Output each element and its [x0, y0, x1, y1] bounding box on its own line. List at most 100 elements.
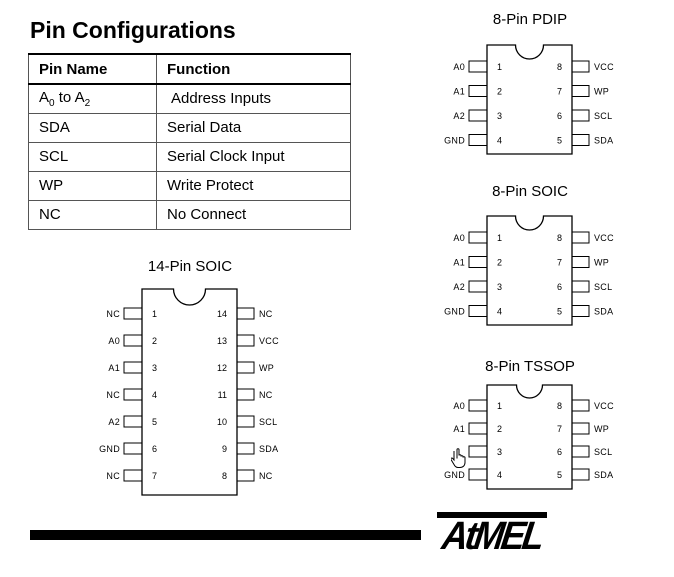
ic-body [486, 215, 573, 326]
function-cell: Serial Data [156, 112, 351, 143]
table-row: WP Write Protect [28, 170, 351, 201]
pin-label: SDA [259, 444, 278, 454]
pin-lead [468, 85, 487, 97]
ic-body [486, 44, 573, 155]
pin-label: NC [106, 390, 120, 400]
pin-lead [468, 422, 487, 435]
pin-lead [123, 361, 142, 374]
pin-label: SDA [594, 470, 613, 480]
pin-number: 7 [557, 258, 562, 268]
header-function: Function [156, 53, 351, 85]
pin-name-cell: NC [28, 199, 157, 230]
pin-lead [572, 134, 590, 146]
pin-name-mid: to A [54, 88, 85, 106]
pin-lead [572, 399, 590, 412]
pin-label: NC [106, 309, 120, 319]
pin-number: 1 [497, 62, 502, 72]
pin-number: 3 [497, 282, 502, 292]
pin-lead [468, 256, 487, 268]
pin-label: WP [594, 424, 609, 434]
pin-number: 3 [152, 363, 157, 373]
pin-label: SDA [594, 136, 613, 146]
pin-label: WP [594, 258, 609, 268]
pin-label: VCC [594, 62, 614, 72]
pin-number: 2 [152, 336, 157, 346]
pin-lead [237, 469, 255, 482]
pin-lead [572, 109, 590, 122]
pin-number: 6 [557, 282, 562, 292]
pin-name-cell: A0 to A2 [28, 83, 157, 114]
pin-lead [468, 445, 487, 458]
pin-label: WP [259, 363, 274, 373]
pin-name-sub: 2 [84, 97, 91, 109]
pin-number: 4 [497, 307, 502, 317]
pin-label: SCL [594, 282, 612, 292]
pin-lead [572, 60, 590, 73]
pin-lead [572, 305, 590, 317]
pin-number: 4 [152, 390, 157, 400]
table-row: SCL Serial Clock Input [28, 141, 351, 172]
pin-lead [237, 307, 255, 320]
ic-body [486, 384, 573, 490]
pin-label: A1 [453, 424, 465, 434]
pin-number: 4 [497, 136, 502, 146]
pin-number: 12 [217, 363, 227, 373]
pin-number: 1 [152, 309, 157, 319]
pin-label: NC [259, 390, 273, 400]
pin-number: 8 [557, 233, 562, 243]
pin-number: 2 [497, 424, 502, 434]
pin-label: WP [594, 87, 609, 97]
pin-label: VCC [594, 401, 614, 411]
pin-number: 3 [497, 447, 502, 457]
pin-label: A1 [453, 87, 465, 97]
pin-lead [237, 442, 255, 455]
pin-number: 6 [557, 111, 562, 121]
pin-number: 8 [557, 401, 562, 411]
pin-label: SDA [594, 307, 613, 317]
soic14-title: 14-Pin SOIC [147, 258, 233, 275]
pin-lead [123, 307, 142, 320]
pin-number: 1 [497, 401, 502, 411]
pin-label: A0 [108, 336, 120, 346]
table-row: SDA Serial Data [28, 112, 351, 143]
pin-lead [468, 134, 487, 146]
tssop8-title: 8-Pin TSSOP [485, 358, 575, 375]
pin-number: 13 [217, 336, 227, 346]
pin-lead [237, 388, 255, 401]
pin-number: 5 [557, 470, 562, 480]
atmel-logo: AtMEL [439, 512, 545, 558]
pin-name-sub: 0 [49, 97, 55, 109]
pin-label: A2 [453, 111, 465, 121]
pin-label: SCL [594, 447, 612, 457]
pin-lead [123, 469, 142, 482]
pin-lead [572, 468, 590, 481]
pin-label: GND [444, 470, 465, 480]
pin-number: 5 [557, 307, 562, 317]
pin-lead [468, 231, 487, 244]
pin-lead [123, 388, 142, 401]
pin-lead [237, 361, 255, 374]
pin-lead [572, 422, 590, 435]
pin-number: 8 [222, 471, 227, 481]
table-row: NC No Connect [28, 199, 351, 230]
pin-name-base: A [39, 88, 50, 106]
footer-rule [30, 530, 421, 540]
pin-name-cell: SCL [28, 141, 157, 172]
function-cell: Write Protect [156, 170, 351, 201]
header-pin-name: Pin Name [28, 53, 157, 85]
pin-lead [468, 305, 487, 317]
pin-label: GND [99, 444, 120, 454]
pin-number: 6 [152, 444, 157, 454]
pin-number: 7 [557, 87, 562, 97]
pin-label: NC [106, 471, 120, 481]
pin-lead [468, 60, 487, 73]
pin-name-cell: WP [28, 170, 157, 201]
pin-number: 14 [217, 309, 227, 319]
hand-pointer-icon [451, 448, 466, 468]
pin-lead [237, 334, 255, 347]
ic-body [141, 288, 238, 496]
pin-label: SCL [259, 417, 277, 427]
